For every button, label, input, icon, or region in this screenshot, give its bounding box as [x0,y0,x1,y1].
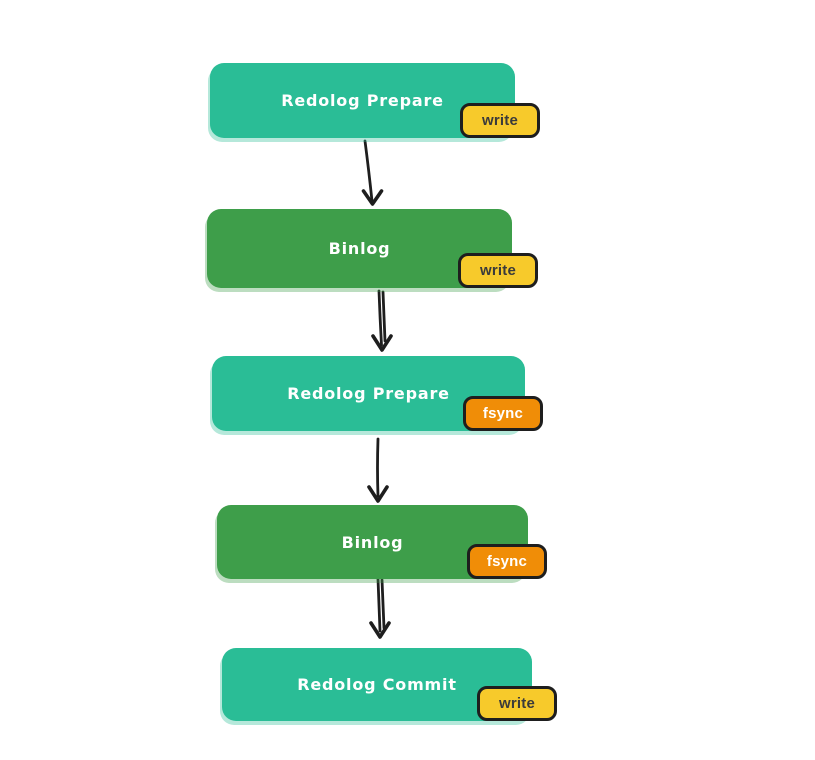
badge-write-3: write [477,686,557,721]
arrow-2 [371,289,393,352]
node-binlog-2: Binlog fsync [217,505,547,579]
node-redolog-commit: Redolog Commit write [222,648,557,721]
arrow-1 [361,139,384,206]
node-redolog-prepare-2: Redolog Prepare fsync [212,356,543,431]
badge-label: fsync [482,405,524,422]
node-label: Binlog [328,239,391,258]
node-label: Redolog Prepare [287,384,450,403]
badge-write-1: write [460,103,540,138]
badge-fsync-1: fsync [463,396,543,431]
node-label: Redolog Prepare [281,91,444,110]
node-label: Redolog Commit [297,675,457,694]
node-label: Binlog [341,532,404,552]
arrow-3 [367,437,389,503]
badge-label: write [498,695,535,712]
badge-label: write [479,262,516,279]
badge-label: fsync [486,553,528,570]
node-binlog-1: Binlog write [207,209,538,288]
badge-label: write [481,112,518,129]
badge-write-2: write [458,253,538,288]
badge-fsync-2: fsync [467,544,547,579]
node-redolog-prepare-1: Redolog Prepare write [210,63,540,138]
arrow-4 [369,577,391,639]
